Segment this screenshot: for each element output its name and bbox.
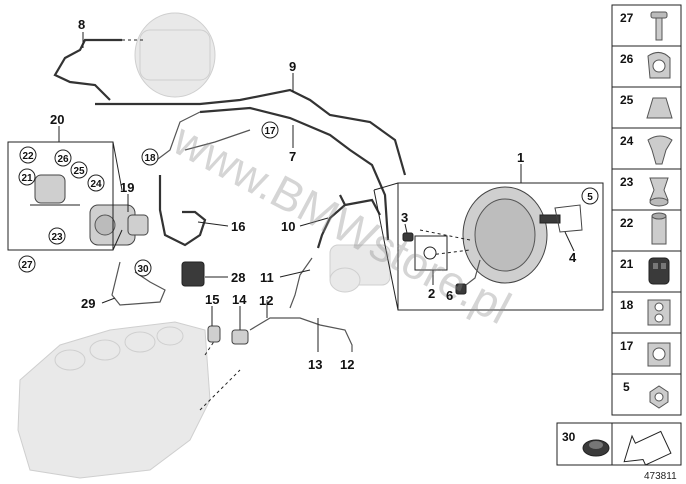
parts-column-label-5: 5: [623, 380, 630, 394]
holder-clip-icon: [647, 342, 671, 367]
callout-20: 20: [50, 112, 64, 127]
callout-7: 7: [289, 149, 296, 164]
rubber-mount-28: [181, 261, 205, 287]
callout-29: 29: [81, 296, 95, 311]
seal-3: [402, 232, 414, 242]
callout-5: 5: [587, 192, 593, 203]
brake-line-8: [53, 38, 122, 101]
callout-3: 3: [401, 210, 408, 225]
callout-18: 18: [144, 153, 156, 164]
reference-number: 473811: [644, 471, 677, 482]
ghost-engine-block: [17, 321, 241, 479]
callout-15: 15: [205, 292, 219, 307]
part-15: [207, 325, 221, 343]
parts-column-label-25: 25: [620, 93, 634, 107]
vacuum-pump-assembly: [89, 204, 149, 246]
parts-column-label-21: 21: [620, 257, 634, 271]
callout-23: 23: [51, 232, 63, 243]
rubber-mount-icon: [648, 257, 670, 285]
vacuum-line-10: [316, 194, 381, 249]
parts-column-label-26: 26: [620, 52, 634, 66]
callout-16: 16: [231, 219, 245, 234]
parts-column-label-23: 23: [620, 175, 634, 189]
part-14: [231, 329, 249, 345]
vacuum-line-11: [289, 257, 313, 309]
callout-4: 4: [569, 250, 577, 265]
check-valve-20-assembly: [30, 174, 80, 206]
booster-group-box: [373, 182, 604, 311]
callout-12a: 12: [259, 293, 273, 308]
callout-2: 2: [428, 286, 435, 301]
callout-1: 1: [517, 150, 524, 165]
callout-9: 9: [289, 59, 296, 74]
hose-29: [111, 261, 166, 306]
callout-14: 14: [232, 292, 247, 307]
parts-column-label-17: 17: [620, 339, 634, 353]
callout-8: 8: [78, 17, 85, 32]
callout-labels: 1 2 3 4 6 7 8 9 10 11 12 12 13 14 15 16 …: [50, 17, 577, 372]
part-6: [455, 283, 467, 295]
hex-nut-icon: [649, 385, 669, 409]
double-clip-icon: [647, 299, 671, 326]
seal-kit-box-2: [414, 235, 448, 271]
vacuum-line-9: [95, 88, 407, 241]
callout-24: 24: [90, 179, 102, 190]
parts-column: 27 26 25 24 23 22 21: [611, 4, 682, 416]
pipe-clip-icon: [647, 52, 671, 79]
leader-lines: [58, 32, 575, 352]
parts-column-label-22: 22: [620, 216, 634, 230]
expanding-clip-icon: [647, 135, 673, 165]
brake-booster-assembly: [419, 186, 583, 289]
circled-callouts: 5 17 18 22 21 26 25 24 23 27 30: [18, 121, 599, 277]
hose-16: [158, 175, 207, 247]
callout-25: 25: [73, 166, 85, 177]
callout-26: 26: [57, 154, 69, 165]
bottom-box-label-30: 30: [562, 430, 576, 444]
clip-nut-icon: [646, 97, 673, 119]
ghost-master-cylinder: [329, 244, 391, 293]
seal-cap-icon: [582, 439, 610, 457]
grommet-clip-icon: [649, 177, 669, 207]
callout-6: 6: [446, 288, 453, 303]
callout-17: 17: [264, 126, 276, 137]
bottom-box: 30: [556, 422, 682, 466]
parts-column-label-27: 27: [620, 11, 634, 25]
callout-22: 22: [22, 151, 34, 162]
callout-27b: 27: [21, 260, 33, 271]
callout-11: 11: [260, 270, 274, 285]
callout-21: 21: [21, 173, 33, 184]
callout-30: 30: [137, 264, 149, 275]
parts-column-label-24: 24: [620, 134, 634, 148]
callout-10: 10: [281, 219, 295, 234]
parts-column-label-18: 18: [620, 298, 634, 312]
callout-19: 19: [120, 180, 134, 195]
valve-group-box-20: [7, 141, 123, 251]
brake-line-12-13: [249, 317, 353, 352]
callout-28: 28: [231, 270, 245, 285]
callout-13: 13: [308, 357, 322, 372]
ghost-brake-booster-top: [122, 12, 216, 98]
sleeve-icon: [651, 212, 667, 245]
direction-arrow-icon: [623, 430, 672, 466]
screw-icon: [650, 11, 668, 41]
callout-12b: 12: [340, 357, 354, 372]
